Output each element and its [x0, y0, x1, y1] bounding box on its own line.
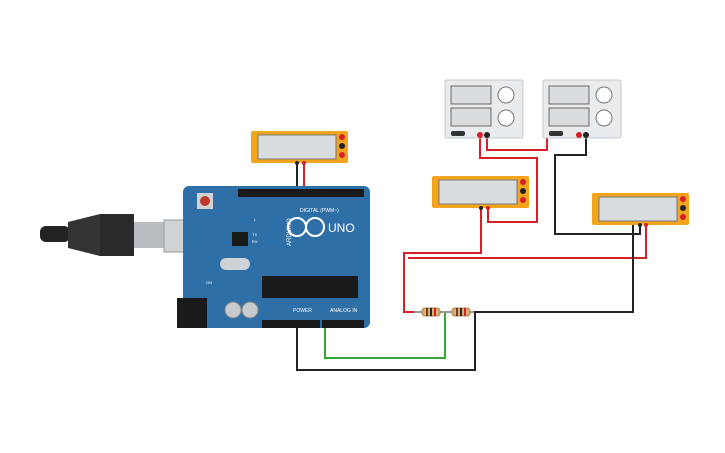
knob-icon[interactable] — [497, 86, 515, 104]
rx-label: RX — [252, 239, 258, 244]
supply-switch[interactable] — [549, 131, 563, 136]
wire-red-meter2[interactable] — [403, 208, 482, 313]
wire-red-meter3[interactable] — [408, 225, 647, 259]
knob-icon[interactable] — [497, 109, 515, 127]
digital-header[interactable] — [238, 189, 364, 197]
supply-display — [450, 107, 492, 127]
l-label: L — [254, 217, 257, 222]
supply-display — [548, 107, 590, 127]
crystal — [220, 258, 250, 270]
resistor-2[interactable] — [446, 307, 474, 317]
atmega-chip — [262, 276, 358, 298]
tx-label: TX — [252, 232, 257, 237]
power-supply-2[interactable] — [542, 79, 622, 139]
wire-black-supply2[interactable] — [554, 136, 641, 235]
power-supply-1[interactable] — [444, 79, 524, 139]
multimeter-screen — [438, 179, 518, 205]
usb-cable-icon[interactable] — [40, 214, 191, 256]
capacitor — [241, 301, 259, 319]
multimeter-1[interactable] — [251, 131, 348, 165]
knob-icon[interactable] — [595, 109, 613, 127]
arduino-uno-board[interactable]: ARDUINO UNO DIGITAL (PWM~) POWER ANALOG … — [177, 186, 370, 328]
supply-display — [450, 85, 492, 105]
power-jack — [177, 298, 207, 328]
digital-label: DIGITAL (PWM~) — [300, 208, 339, 214]
multimeter-2[interactable] — [432, 176, 529, 210]
supply-switch[interactable] — [451, 131, 465, 136]
multimeter-3[interactable] — [592, 193, 689, 227]
multimeter-screen — [598, 196, 678, 222]
arduino-brand: ARDUINO — [287, 218, 293, 246]
on-label: ON — [206, 280, 212, 285]
supply-display — [548, 85, 590, 105]
usb-chip — [232, 232, 248, 246]
multimeter-screen — [257, 134, 337, 160]
wire-red-supply-link[interactable] — [486, 136, 548, 151]
wire-black-meter3[interactable] — [468, 225, 634, 313]
analog-label: ANALOG IN — [330, 308, 358, 314]
analog-header[interactable] — [322, 320, 364, 328]
wire-red-supply1[interactable] — [479, 136, 538, 223]
knob-icon[interactable] — [595, 86, 613, 104]
capacitor — [224, 301, 242, 319]
arduino-model: UNO — [328, 221, 355, 235]
wire-green-analog[interactable] — [324, 313, 446, 359]
resistor-1[interactable] — [414, 307, 446, 317]
power-label: POWER — [293, 308, 312, 314]
power-header[interactable] — [262, 320, 320, 328]
